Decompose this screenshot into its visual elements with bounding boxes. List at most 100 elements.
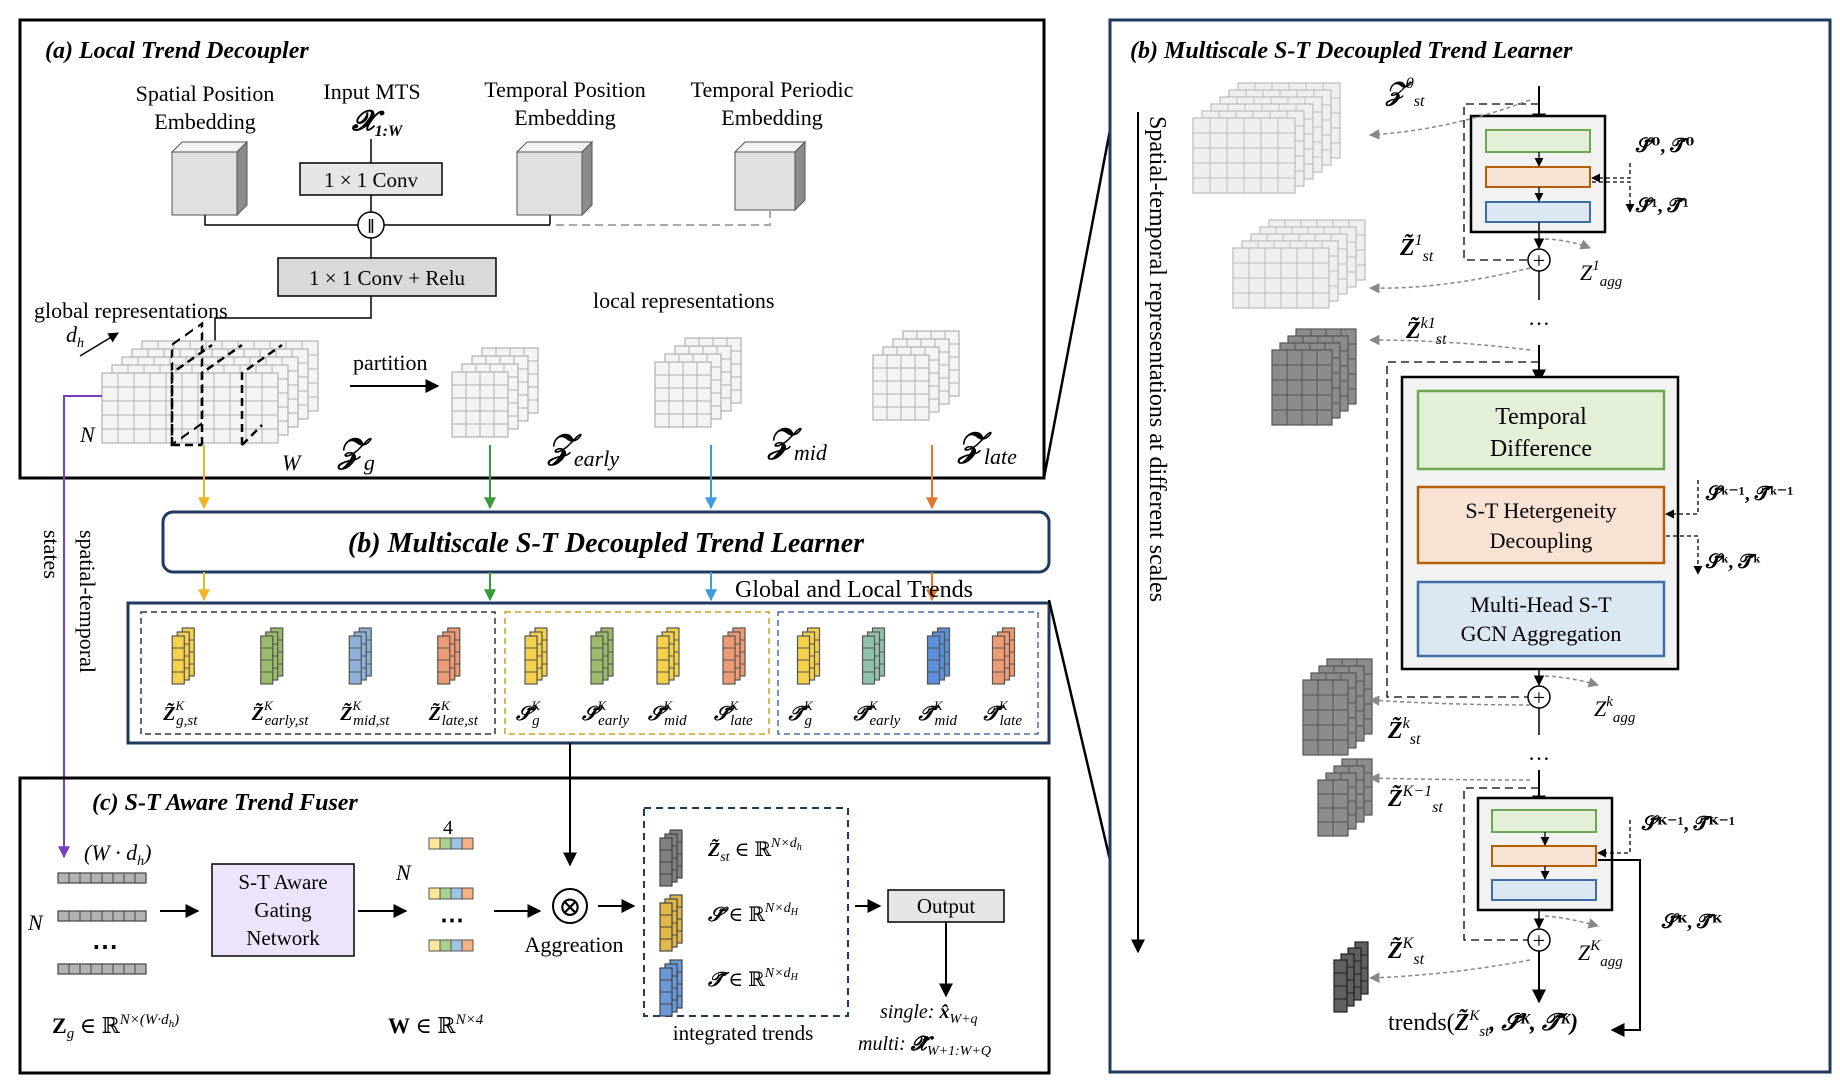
w-dimension-label: W (282, 450, 302, 475)
panel-a-local-trend-decoupler: (a) Local Trend Decoupler Spatial Positi… (18, 18, 1046, 480)
sKtK-label: 𝒮̃ᴷ, 𝒯̃ᴷ (1661, 911, 1722, 933)
global-local-trends-label: Global and Local Trends (735, 577, 973, 603)
zk1-label: Z̃k1st (1405, 315, 1447, 348)
zoom-line-bottom (1047, 599, 1112, 861)
panel-c-title: (c) S-T Aware Trend Fuser (92, 790, 358, 816)
gating-label-2: Gating (254, 898, 312, 922)
spatial-position-label-1: Spatial Position (136, 81, 275, 106)
s1t1-label: 𝒮̃¹, 𝒯̃¹ (1635, 195, 1689, 217)
sktk-label: 𝒮̃ᵏ, 𝒯̃ᵏ (1705, 551, 1761, 573)
multiscale-grids (1192, 82, 1373, 1013)
panel-b-trend-learner: (b) Multiscale S-T Decoupled Trend Learn… (1108, 18, 1832, 1074)
scale-axis-label: Spatial-temporal representations at diff… (1144, 116, 1170, 602)
trend-group-0 (140, 611, 496, 735)
zg-row-bars (57, 872, 147, 975)
early-local-grid (451, 347, 539, 438)
zg-dots: ⋯ (92, 932, 118, 961)
input-mts-symbol: 𝓧1:W (351, 106, 404, 140)
st-states-label-1: spatial-temporal (75, 530, 100, 673)
integrated-row-1: 𝒮̃ ∈ ℝN×dH (659, 894, 799, 952)
input-mts-label: Input MTS (323, 79, 420, 104)
n-dimension-label: N (79, 422, 96, 447)
dots-1: … (1528, 305, 1550, 330)
z1-label: Z̃1st (1399, 232, 1434, 265)
gating-network-box (211, 863, 355, 957)
zK1-label: Z̃K−1st (1387, 783, 1443, 816)
zkagg-label: Zkagg (1594, 694, 1636, 726)
aggregation-label: Aggreation (525, 932, 624, 957)
trends-output-label: trends(Z̃Kst, 𝒮̃ᴷ, 𝒯̃ᴷ) (1388, 1008, 1578, 1040)
multi-head-gcn-label-1: Multi-Head S-T (1470, 592, 1612, 617)
st-heterogeneity-label-1: S-T Hetergeneity (1465, 498, 1616, 523)
integrated-row-2: 𝒯̃ ∈ ℝN×dH (659, 959, 799, 1017)
zK-label: Z̃Kst (1387, 935, 1425, 968)
temporal-periodic-label-1: Temporal Periodic (691, 77, 854, 102)
dots-2: … (1528, 740, 1550, 765)
integrated-trends-label: integrated trends (673, 1021, 814, 1045)
integrated-row-label: Z̃st ∈ ℝN×dh (707, 836, 802, 865)
z0-label: 𝒵0st (1385, 75, 1425, 110)
panel-b-title: (b) Multiscale S-T Decoupled Trend Learn… (1130, 38, 1573, 64)
learner-bar-title: (b) Multiscale S-T Decoupled Trend Learn… (348, 528, 865, 559)
dh-label: dh (66, 322, 84, 351)
zKagg-label: ZKagg (1578, 938, 1623, 970)
svg-text:+: + (1533, 685, 1545, 710)
svg-text:+: + (1533, 248, 1545, 273)
temporal-periodic-embedding-cube (733, 140, 807, 212)
partition-label: partition (353, 350, 428, 375)
integrated-row-label: 𝒯̃ ∈ ℝN×dH (707, 966, 799, 991)
gating-label-1: S-T Aware (238, 870, 327, 894)
spatial-embedding-cube (170, 140, 249, 217)
trends-side-arrow (1598, 859, 1641, 1037)
mid-local-grid (654, 337, 742, 428)
zk-label: Z̃kst (1387, 715, 1421, 748)
conv-1x1-label: 1 × 1 Conv (324, 168, 419, 192)
gating-label-3: Network (246, 926, 320, 950)
integrated-row-0: Z̃st ∈ ℝN×dh (659, 829, 802, 887)
conv-relu-label: 1 × 1 Conv + Relu (309, 266, 466, 290)
concat-symbol: ‖ (368, 216, 374, 238)
w-dots: ⋯ (440, 908, 464, 934)
trend-group-2 (777, 611, 1039, 735)
multi-head-gcn-box (1416, 580, 1666, 658)
output-box (887, 889, 1005, 923)
spatial-position-label-2: Embedding (154, 109, 255, 134)
aggregation-node (552, 888, 588, 924)
zlate-label: 𝒵late (957, 427, 1017, 469)
conv-relu-box (277, 257, 497, 297)
panel-a-title: (a) Local Trend Decoupler (45, 38, 309, 64)
integrated-trend-rows: Z̃st ∈ ℝN×dh 𝒮̃ ∈ ℝN×dH 𝒯̃ ∈ ℝN×dH (659, 829, 802, 1017)
otimes-symbol: ⊗ (558, 892, 581, 923)
temporal-difference-label-1: Temporal (1495, 404, 1587, 430)
global-representations-label: global representations (34, 298, 228, 323)
st-heterogeneity-box (1416, 485, 1666, 565)
temporal-position-label-2: Embedding (514, 105, 615, 130)
learner-bar (161, 510, 1051, 574)
z1agg-label: Z1agg (1580, 258, 1623, 290)
output-label: Output (917, 894, 976, 918)
st-heterogeneity-label-2: Decoupling (1490, 528, 1593, 553)
wdh-label: (W · dh) (84, 840, 151, 869)
